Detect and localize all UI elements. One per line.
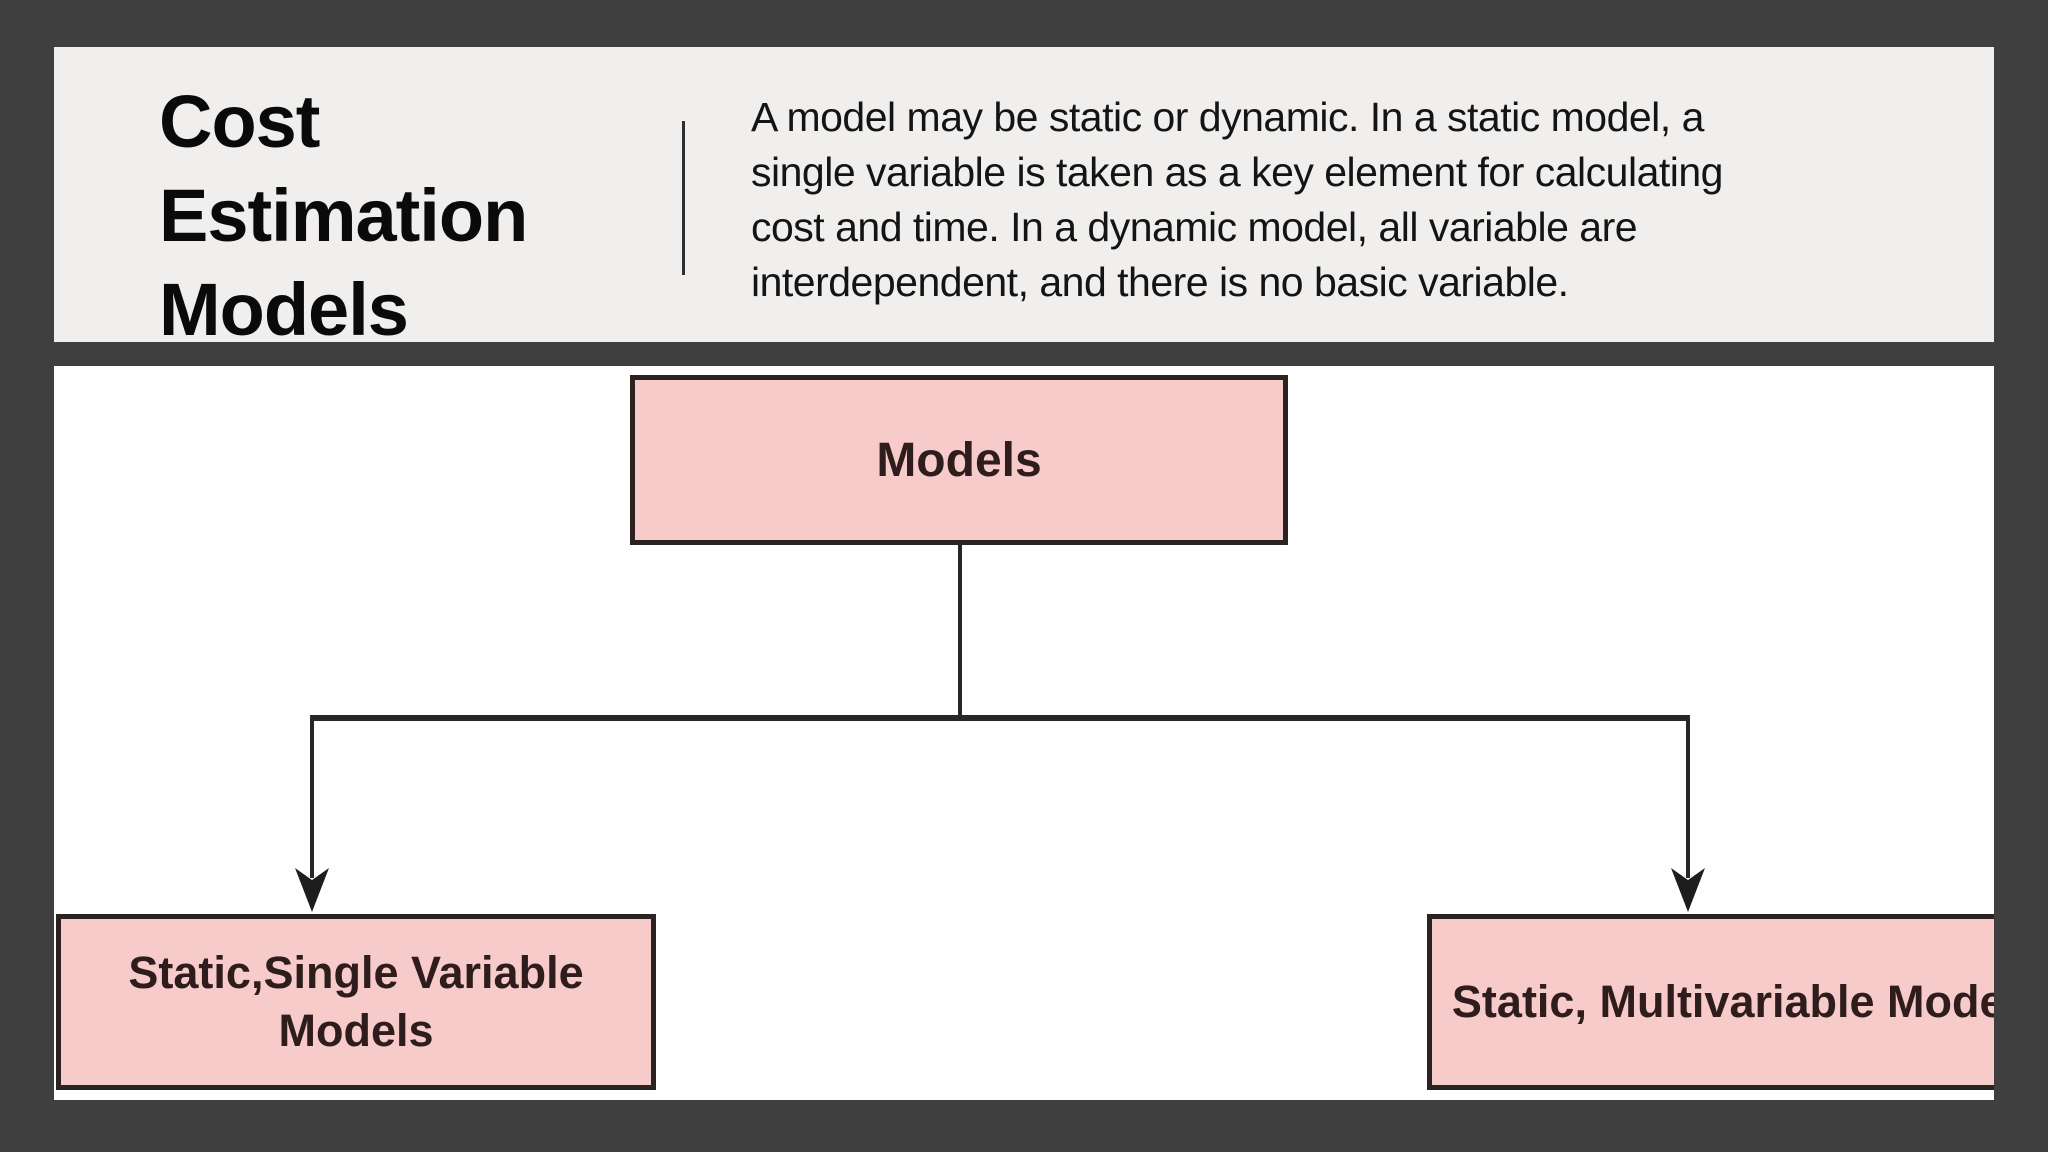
arrowhead-right-icon — [1671, 868, 1705, 912]
description-line: cost and time. In a dynamic model, all v… — [751, 204, 1638, 250]
page-title: Cost Estimation Models — [159, 80, 528, 351]
description-line: single variable is taken as a key elemen… — [751, 149, 1723, 195]
header-divider — [682, 121, 685, 275]
slide-header: Cost Estimation Models A model may be st… — [54, 47, 1994, 351]
description-text: A model may be static or dynamic. In a s… — [751, 90, 1723, 310]
flowchart-panel: Models Static,Single Variable Models Sta… — [54, 366, 1994, 1100]
description-line: interdependent, and there is no basic va… — [751, 259, 1569, 305]
node-static-multivariable: Static, Multivariable Models — [1427, 914, 1994, 1090]
node-static-single-variable: Static,Single Variable Models — [56, 914, 656, 1090]
node-static-single-variable-label: Static,Single Variable Models — [128, 947, 584, 1056]
description-line: A model may be static or dynamic. In a s… — [751, 94, 1704, 140]
node-models-label: Models — [876, 433, 1042, 487]
arrowhead-left-icon — [295, 868, 329, 912]
node-static-multivariable-label: Static, Multivariable Models — [1451, 976, 1994, 1027]
node-models: Models — [630, 375, 1288, 545]
